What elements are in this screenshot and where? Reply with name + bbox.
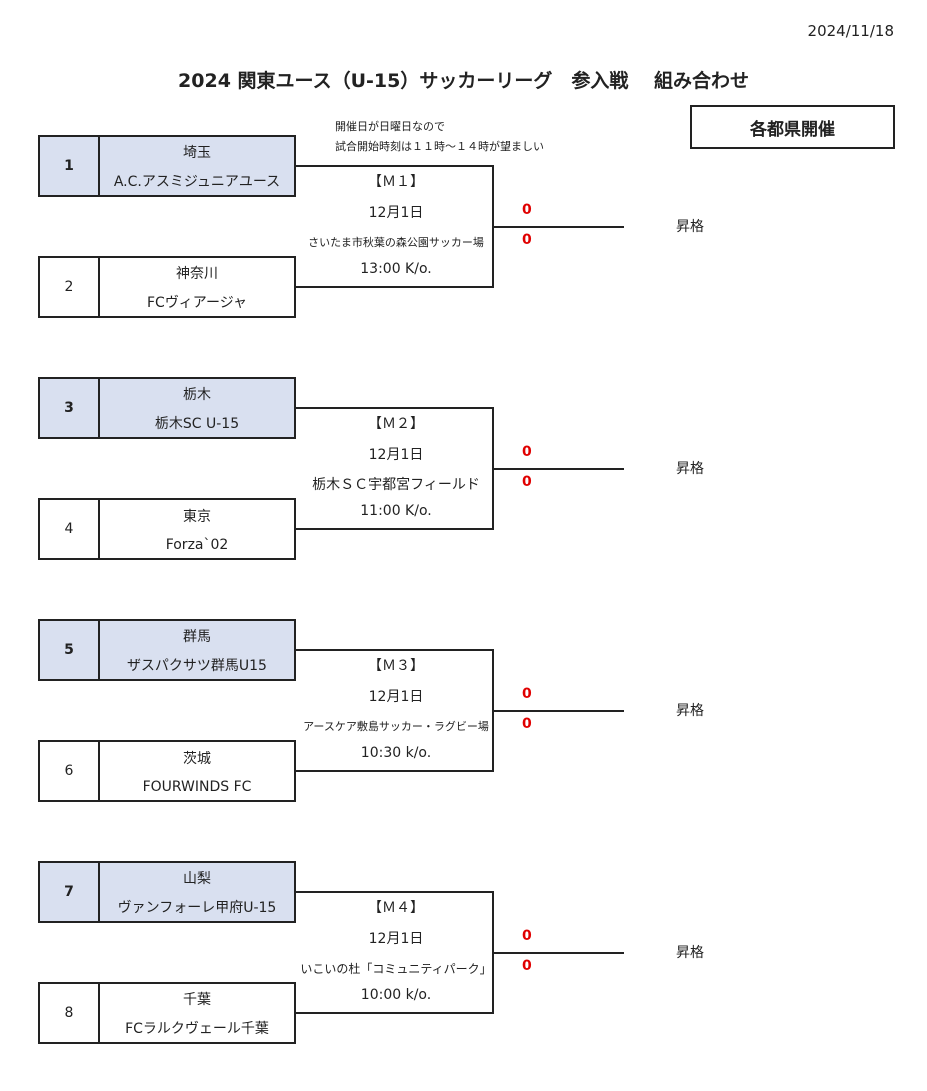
promotion-label: 昇格 xyxy=(676,461,704,477)
bracket-line-winner xyxy=(492,468,624,470)
team-box: 4 東京 Forza`02 xyxy=(38,498,296,560)
team-box: 6 茨城 FOURWINDS FC xyxy=(38,740,296,802)
team-name: 栃木SC U-15 xyxy=(154,415,240,432)
bracket-line-top xyxy=(296,891,494,893)
team-box-seed: 7 山梨ヴァンフォーレ甲府U-15 xyxy=(38,861,296,923)
match-kickoff: 11:00 K/o. xyxy=(360,503,432,519)
team-prefecture: 山梨 xyxy=(183,870,211,887)
bracket-line-top xyxy=(296,407,494,409)
team-name: ザスパクサツ群馬U15 xyxy=(127,657,267,674)
match-kickoff: 10:30 k/o. xyxy=(360,745,432,761)
match-venue: さいたま市秋葉の森公園サッカー場 xyxy=(308,236,484,249)
bracket-line-top xyxy=(296,165,494,167)
schedule-note-line-2: 試合開始時刻は１１時〜１４時が望ましい xyxy=(335,140,544,153)
team-name: FCラルクヴェール千葉 xyxy=(125,1020,269,1037)
bracket-line-bottom xyxy=(296,770,494,772)
team-name: FOURWINDS FC xyxy=(142,778,252,795)
score-top: 0 xyxy=(522,928,532,944)
score-bottom: 0 xyxy=(522,716,532,732)
match-date: 12月1日 xyxy=(368,447,424,463)
score-top: 0 xyxy=(522,444,532,460)
bracket-line-top xyxy=(296,649,494,651)
match-code: 【Ｍ２】 xyxy=(368,416,424,432)
page-title: 2024 関東ユース（U-15）サッカーリーグ 参入戦 組み合わせ xyxy=(178,70,749,92)
match-code: 【Ｍ４】 xyxy=(368,900,424,916)
schedule-note-line-1: 開催日が日曜日なので xyxy=(335,120,445,133)
bracket-line-bottom xyxy=(296,528,494,530)
match-block-m3: 5 群馬ザスパクサツ群馬U15 6 茨城 FOURWINDS FC 【Ｍ３】 12… xyxy=(0,619,927,809)
match-kickoff: 10:00 k/o. xyxy=(360,987,432,1003)
score-bottom: 0 xyxy=(522,232,532,248)
team-number: 4 xyxy=(40,500,100,558)
team-name: ヴァンフォーレ甲府U-15 xyxy=(117,899,277,916)
team-number: 2 xyxy=(40,258,100,316)
match-kickoff: 13:00 K/o. xyxy=(360,261,432,277)
promotion-label: 昇格 xyxy=(676,703,704,719)
match-date: 12月1日 xyxy=(368,689,424,705)
team-name: A.C.アスミジュニアユース xyxy=(113,173,281,190)
match-block-m4: 7 山梨ヴァンフォーレ甲府U-15 8 千葉 FCラルクヴェール千葉 【Ｍ４】 1… xyxy=(0,861,927,1051)
promotion-label: 昇格 xyxy=(676,945,704,961)
promotion-label: 昇格 xyxy=(676,219,704,235)
team-name: Forza`02 xyxy=(165,536,229,553)
team-number: 8 xyxy=(40,984,100,1042)
host-label-box: 各都県開催 xyxy=(690,105,895,149)
team-prefecture: 栃木 xyxy=(183,386,211,403)
match-venue: いこいの杜「コミュニティパーク」 xyxy=(300,962,492,976)
score-bottom: 0 xyxy=(522,958,532,974)
team-box: 2 神奈川 FCヴィアージャ xyxy=(38,256,296,318)
score-top: 0 xyxy=(522,686,532,702)
team-prefecture: 埼玉 xyxy=(183,144,211,161)
team-prefecture: 群馬 xyxy=(183,628,211,645)
match-block-m2: 3 栃木栃木SC U-15 4 東京 Forza`02 【Ｍ２】 12月1日 栃木… xyxy=(0,377,927,567)
match-block-m1: 1 埼玉 A.C.アスミジュニアユース 2 神奈川 FCヴィアージャ 【Ｍ１】 12… xyxy=(0,135,927,325)
document-date: 2024/11/18 xyxy=(807,22,894,40)
team-box-seed: 1 埼玉 A.C.アスミジュニアユース xyxy=(38,135,296,197)
match-code: 【Ｍ１】 xyxy=(368,174,424,190)
match-date: 12月1日 xyxy=(368,205,424,221)
team-number: 3 xyxy=(40,379,100,437)
team-number: 5 xyxy=(40,621,100,679)
team-name: FCヴィアージャ xyxy=(146,294,247,311)
team-prefecture: 神奈川 xyxy=(176,265,218,282)
match-code: 【Ｍ３】 xyxy=(368,658,424,674)
match-venue: 栃木ＳＣ宇都宮フィールド xyxy=(312,477,480,493)
team-prefecture: 東京 xyxy=(183,508,211,525)
team-number: 6 xyxy=(40,742,100,800)
team-box: 8 千葉 FCラルクヴェール千葉 xyxy=(38,982,296,1044)
bracket-line-winner xyxy=(492,226,624,228)
match-venue: アースケア敷島サッカー・ラグビー場 xyxy=(303,720,489,733)
bracket-line-winner xyxy=(492,710,624,712)
match-date: 12月1日 xyxy=(368,931,424,947)
team-number: 1 xyxy=(40,137,100,195)
team-prefecture: 千葉 xyxy=(183,991,211,1008)
bracket-line-bottom xyxy=(296,1012,494,1014)
team-box-seed: 5 群馬ザスパクサツ群馬U15 xyxy=(38,619,296,681)
team-box-seed: 3 栃木栃木SC U-15 xyxy=(38,377,296,439)
bracket-line-winner xyxy=(492,952,624,954)
score-top: 0 xyxy=(522,202,532,218)
bracket-line-bottom xyxy=(296,286,494,288)
team-prefecture: 茨城 xyxy=(183,750,211,767)
score-bottom: 0 xyxy=(522,474,532,490)
team-number: 7 xyxy=(40,863,100,921)
